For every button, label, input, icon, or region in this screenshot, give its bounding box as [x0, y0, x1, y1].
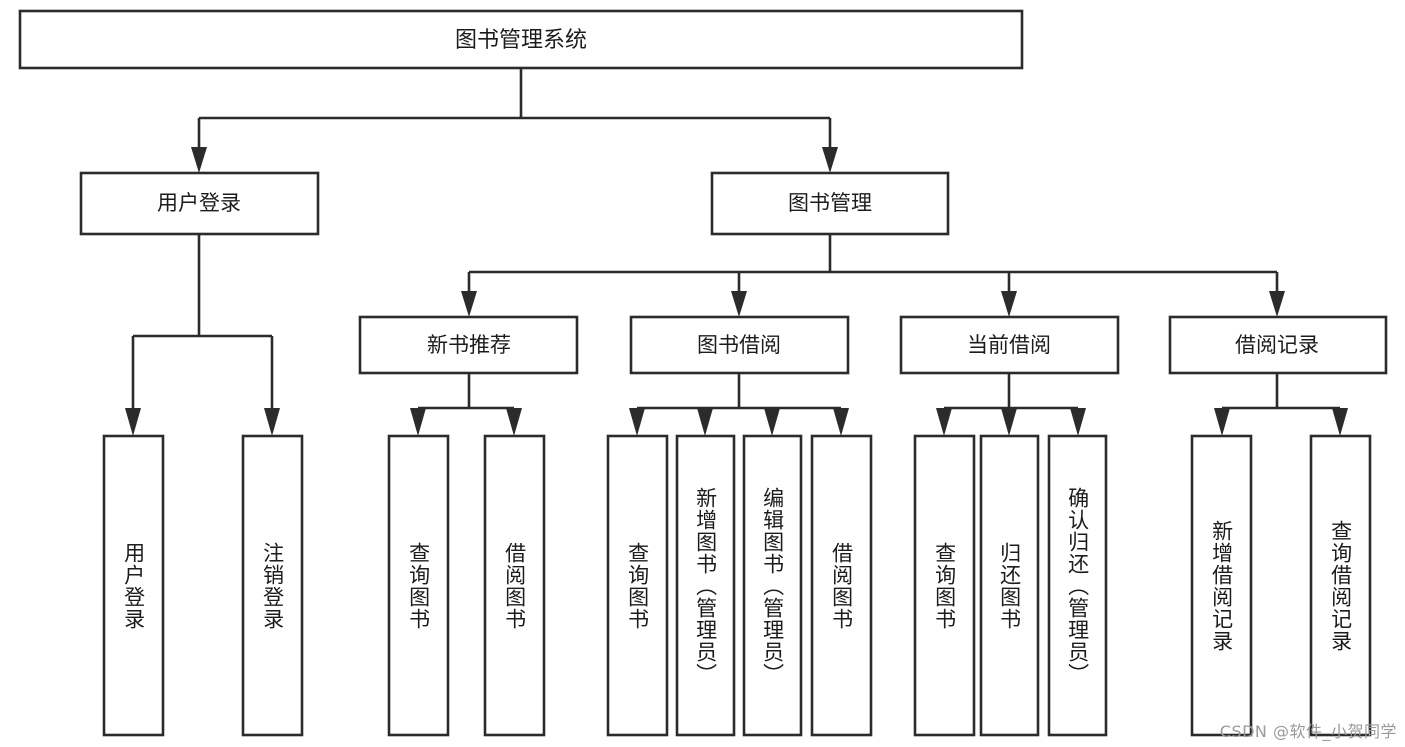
node-book-borrow-box[interactable]: [629, 315, 850, 375]
node-user-login-box[interactable]: [79, 171, 320, 236]
leaf-box-book-borrow-1[interactable]: [606, 434, 669, 737]
node-root-label: 图书管理系统: [455, 28, 587, 53]
arrow-current-borrow-leaf-3-icon: [1070, 408, 1086, 436]
node-book-borrow-label: 图书借阅: [697, 333, 781, 357]
arrow-current-borrow-leaf-2-icon: [1001, 408, 1017, 436]
arrow-book-mgmt-child-4-icon: [1269, 291, 1285, 317]
leaf-box-current-borrow-1[interactable]: [913, 434, 976, 737]
watermark-label: CSDN @软件_小贺同学: [1219, 722, 1397, 741]
arrow-book-borrow-leaf-4-icon: [833, 408, 849, 436]
arrow-borrow-record-leaf-2-icon: [1332, 408, 1348, 436]
node-user-login-label: 用户登录: [157, 191, 241, 215]
node-root[interactable]: 图书管理系统: [18, 9, 1024, 70]
node-current-borrow[interactable]: 当前借阅: [899, 315, 1120, 375]
arrow-root-to-book-mgmt-icon: [822, 147, 838, 173]
node-book-management-label: 图书管理: [788, 191, 872, 215]
arrow-book-borrow-leaf-3-icon: [764, 408, 780, 436]
leaf-box-book-borrow-3[interactable]: [742, 434, 803, 737]
arrow-user-login-leaf-2-icon: [264, 408, 280, 436]
node-book-management-box[interactable]: [710, 171, 950, 236]
leaf-box-group: [102, 434, 1372, 737]
node-current-borrow-label: 当前借阅: [967, 333, 1051, 357]
arrow-new-book-leaf-1-icon: [410, 408, 426, 436]
leaf-box-book-borrow-2[interactable]: [675, 434, 736, 737]
node-root-box[interactable]: [18, 9, 1024, 70]
connector-group: [125, 68, 1348, 436]
node-borrow-record-label: 借阅记录: [1235, 333, 1319, 357]
leaf-box-current-borrow-3[interactable]: [1047, 434, 1108, 737]
arrow-book-mgmt-child-3-icon: [1001, 291, 1017, 317]
node-user-login[interactable]: 用户登录: [79, 171, 320, 236]
node-borrow-record[interactable]: 借阅记录: [1168, 315, 1388, 375]
arrow-current-borrow-leaf-1-icon: [936, 408, 952, 436]
arrow-borrow-record-leaf-1-icon: [1214, 408, 1230, 436]
node-new-book-recommend[interactable]: 新书推荐: [358, 315, 579, 375]
node-book-management[interactable]: 图书管理: [710, 171, 950, 236]
arrow-user-login-leaf-1-icon: [125, 408, 141, 436]
leaf-box-new-book-1[interactable]: [387, 434, 450, 737]
node-book-borrow[interactable]: 图书借阅: [629, 315, 850, 375]
node-new-book-recommend-label: 新书推荐: [427, 333, 511, 357]
leaf-box-user-login-1[interactable]: [102, 434, 165, 737]
arrow-book-borrow-leaf-2-icon: [697, 408, 713, 436]
node-borrow-record-box[interactable]: [1168, 315, 1388, 375]
arrow-new-book-leaf-2-icon: [506, 408, 522, 436]
arrow-book-mgmt-child-1-icon: [461, 291, 477, 317]
node-current-borrow-box[interactable]: [899, 315, 1120, 375]
leaf-box-borrow-record-2[interactable]: [1309, 434, 1372, 737]
arrow-book-borrow-leaf-1-icon: [629, 408, 645, 436]
node-new-book-recommend-box[interactable]: [358, 315, 579, 375]
leaf-box-user-login-2[interactable]: [241, 434, 304, 737]
leaf-box-new-book-2[interactable]: [483, 434, 546, 737]
arrow-book-mgmt-child-2-icon: [731, 291, 747, 317]
arrow-root-to-user-login-icon: [191, 147, 207, 173]
leaf-box-current-borrow-2[interactable]: [979, 434, 1040, 737]
leaf-box-borrow-record-1[interactable]: [1190, 434, 1253, 737]
leaf-box-book-borrow-4[interactable]: [810, 434, 873, 737]
